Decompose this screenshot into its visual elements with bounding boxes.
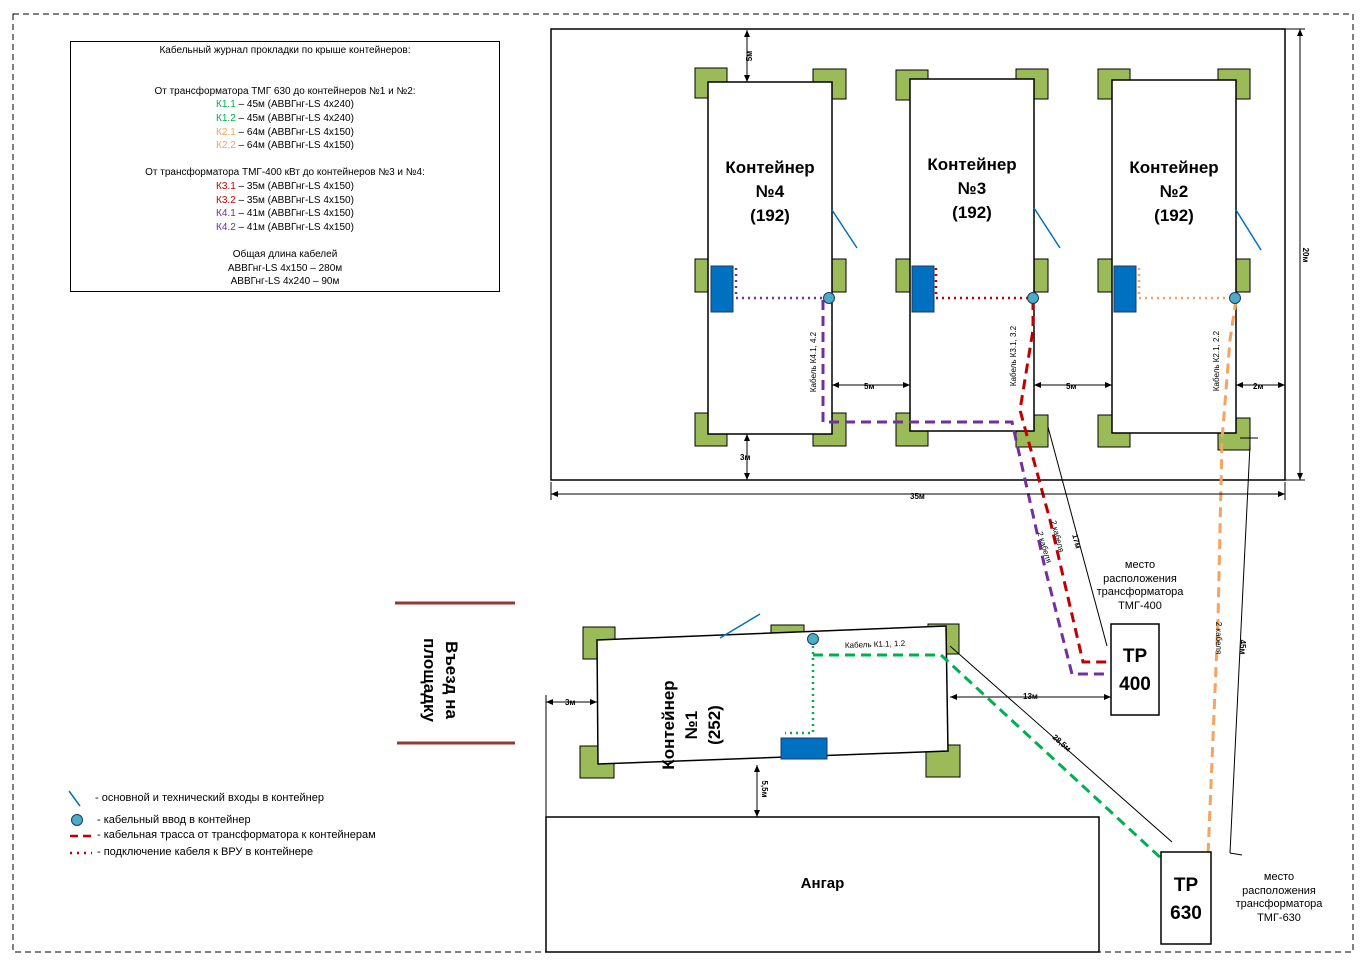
dimension-arrows (546, 29, 1303, 817)
journal-row-k21: К2.1 – 64м (АВВГнг-LS 4х150) (216, 126, 354, 138)
container-2 (1111, 79, 1237, 434)
container-4-vru-connection (734, 268, 826, 300)
dim-45: 45м (1238, 640, 1247, 655)
transformer-tp400 (1110, 623, 1160, 716)
journal-row-k41: К4.1 – 41м (АВВГнг-LS 4х150) (216, 208, 354, 220)
dim-height: 20м (1301, 248, 1310, 263)
dimension-lines (545, 28, 1305, 856)
dim-13: 13м (1023, 692, 1038, 701)
dim-28-5: 28,5м (1051, 733, 1073, 754)
dim-below-c1: 5,5м (760, 780, 769, 797)
drawing-frame (12, 13, 1354, 953)
cable-entry-circles (807, 292, 1241, 645)
cable-route-k3 (1018, 300, 1108, 664)
legend-entry-circle: - кабельный ввод в контейнер (97, 814, 251, 826)
label-cable-k4: Кабель К4.1, 4.2 (809, 331, 818, 392)
legend-entry-lines: - основной и технический входы в контейн… (95, 792, 324, 804)
label-two-cables-3: 2 кабеля (1214, 622, 1223, 654)
container-4 (707, 81, 833, 435)
dim-left-c1: 3м (565, 698, 575, 707)
journal-total-150: АВВГнг-LS 4х150 – 280м (227, 262, 343, 274)
journal-total-240: АВВГнг-LS 4х240 – 90м (230, 276, 340, 288)
container-3-vru-connection (934, 268, 1030, 300)
dim-gap-32: 5м (1066, 382, 1076, 391)
cable-route-k4 (821, 300, 1108, 676)
journal-title: Кабельный журнал прокладки по крыше конт… (159, 45, 411, 56)
journal-group1-title: От трансформатора ТМГ 630 до контейнеров… (154, 85, 416, 97)
label-two-cables-1: 2 кабеля (1049, 519, 1066, 553)
container-site-area (550, 28, 1286, 481)
container-2-vru-connection (1137, 268, 1232, 300)
hangar-label: Ангар (800, 875, 845, 892)
legend-entry-line-icon (68, 790, 81, 807)
legend-cable-route: - кабельная трасса от трансформатора к к… (97, 829, 376, 841)
container-entry-lines (719, 207, 1262, 639)
label-cable-k3: Кабель К3.1, 3.2 (1009, 325, 1018, 386)
journal-row-k11: К1.1 – 45м (АВВГнг-LS 4х240) (216, 99, 354, 111)
hangar (545, 816, 1100, 953)
cable-journal: Кабельный журнал прокладки по крыше конт… (70, 41, 500, 292)
container-3-vru (911, 265, 935, 313)
journal-row-k22: К2.2 – 64м (АВВГнг-LS 4х150) (216, 140, 354, 152)
container-4-vru (710, 265, 734, 313)
container-3 (909, 78, 1035, 432)
journal-total-title: Общая длина кабелей (232, 248, 338, 260)
label-cable-k1: Кабель К1.1, 1.2 (845, 639, 906, 650)
legend-entry-circle-icon (71, 814, 83, 826)
journal-row-k42: К4.2 – 41м (АВВГнг-LS 4х150) (216, 221, 354, 233)
dim-width: 35м (910, 492, 925, 501)
container-2-vru (1113, 265, 1137, 313)
journal-group2-title: От трансформатора ТМГ-400 кВт до контейн… (145, 167, 425, 179)
label-two-cables-2: 2 кабеля (1035, 530, 1053, 564)
container-1-vru (780, 737, 828, 760)
transformer-tp630 (1160, 851, 1212, 945)
legend-vru-connection: - подключение кабеля к ВРУ в контейнере (97, 846, 314, 858)
container-1-vru-connection (785, 640, 815, 735)
journal-row-k12: К1.2 – 45м (АВВГнг-LS 4х240) (216, 112, 354, 124)
container-1 (596, 625, 949, 765)
label-cable-k2: Кабель К2.1, 2.2 (1212, 330, 1221, 391)
journal-row-k31: К3.1 – 35м (АВВГнг-LS 4х150) (216, 180, 354, 192)
dim-top-gap: 5м (745, 51, 754, 61)
journal-row-k32: К3.2 – 35м (АВВГнг-LS 4х150) (216, 194, 354, 206)
dim-17: 17м (1070, 533, 1083, 550)
legend-icons (68, 790, 92, 855)
dim-gap-right: 2м (1253, 382, 1263, 391)
dim-gap-43: 5м (864, 382, 874, 391)
cable-route-k1 (813, 653, 1165, 862)
dim-bottom-gap: 3м (740, 453, 750, 462)
